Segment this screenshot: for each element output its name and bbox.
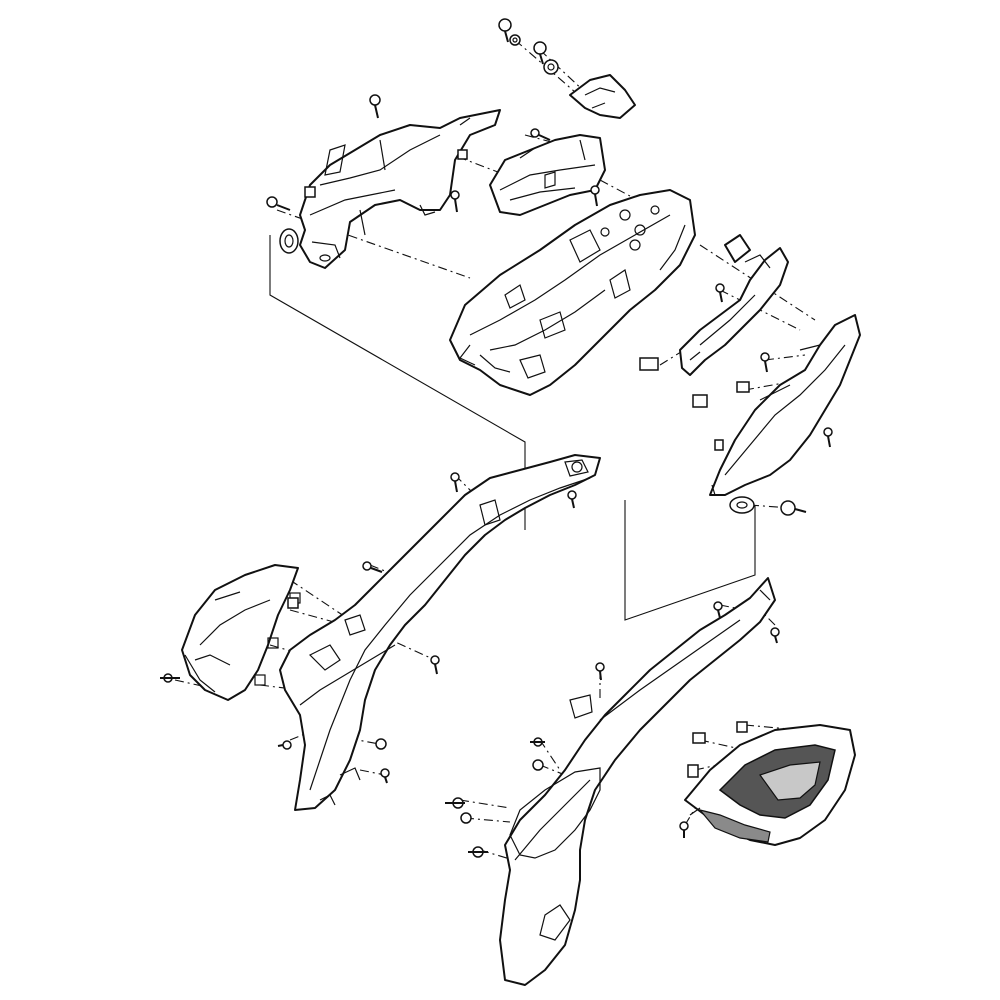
- nut-icon: [532, 759, 544, 771]
- grommet-icon: [279, 228, 299, 254]
- left-side-frame-cover: [279, 454, 601, 811]
- bolt-group: [160, 18, 833, 858]
- nut-icon: [543, 59, 559, 75]
- nut-icon: [375, 738, 387, 750]
- bolt-icon: [533, 41, 547, 65]
- bolt-icon: [530, 737, 545, 747]
- clip-nut-group: [287, 34, 750, 824]
- right-side-cover: [499, 577, 776, 986]
- nut-icon: [639, 357, 659, 371]
- nut-icon: [304, 186, 316, 198]
- bolt-icon: [679, 821, 689, 838]
- bolt-icon: [445, 797, 465, 809]
- bolt-icon: [160, 673, 180, 683]
- nut-icon: [457, 149, 468, 160]
- nut-icon: [509, 34, 521, 46]
- bolt-icon: [595, 662, 605, 681]
- bolt-icon: [450, 190, 460, 213]
- nut-icon: [714, 439, 724, 451]
- bolt-icon: [277, 740, 292, 750]
- bolt-icon: [780, 500, 807, 516]
- bolt-icon: [369, 94, 381, 119]
- bolt-icon: [380, 768, 390, 784]
- bolt-icon: [266, 196, 291, 211]
- upper-center-bracket: [489, 134, 606, 216]
- bolt-icon: [567, 490, 577, 509]
- grommet-icon: [729, 496, 755, 514]
- bolt-icon: [450, 472, 460, 493]
- top-cowl-cap: [569, 74, 636, 119]
- bolt-icon: [498, 18, 512, 43]
- grommet-group: [279, 228, 755, 514]
- left-small-panel: [181, 564, 301, 701]
- bolt-icon: [468, 846, 488, 858]
- side-grille-insert: [684, 724, 856, 846]
- bolt-icon: [590, 185, 600, 207]
- bolt-icon: [362, 561, 383, 573]
- bolt-icon: [430, 655, 440, 675]
- bolt-icon: [715, 283, 725, 303]
- nut-icon: [287, 597, 299, 609]
- nut-icon: [736, 721, 748, 733]
- bolt-icon: [530, 128, 551, 141]
- nut-icon: [692, 394, 708, 408]
- rear-inner-fender: [449, 189, 696, 396]
- bolt-icon: [770, 627, 780, 644]
- nut-icon: [460, 812, 472, 824]
- nut-icon: [687, 764, 699, 778]
- upper-left-rear-fender-bracket: [299, 109, 501, 269]
- bolt-icon: [760, 352, 770, 373]
- nut-icon: [736, 381, 750, 393]
- bolt-icon: [713, 601, 723, 619]
- right-lower-cover: [709, 314, 861, 496]
- right-side-bracket: [679, 234, 789, 376]
- assembly-leader-lines: [174, 39, 816, 863]
- nut-icon: [692, 732, 706, 744]
- bolt-icon: [823, 427, 833, 448]
